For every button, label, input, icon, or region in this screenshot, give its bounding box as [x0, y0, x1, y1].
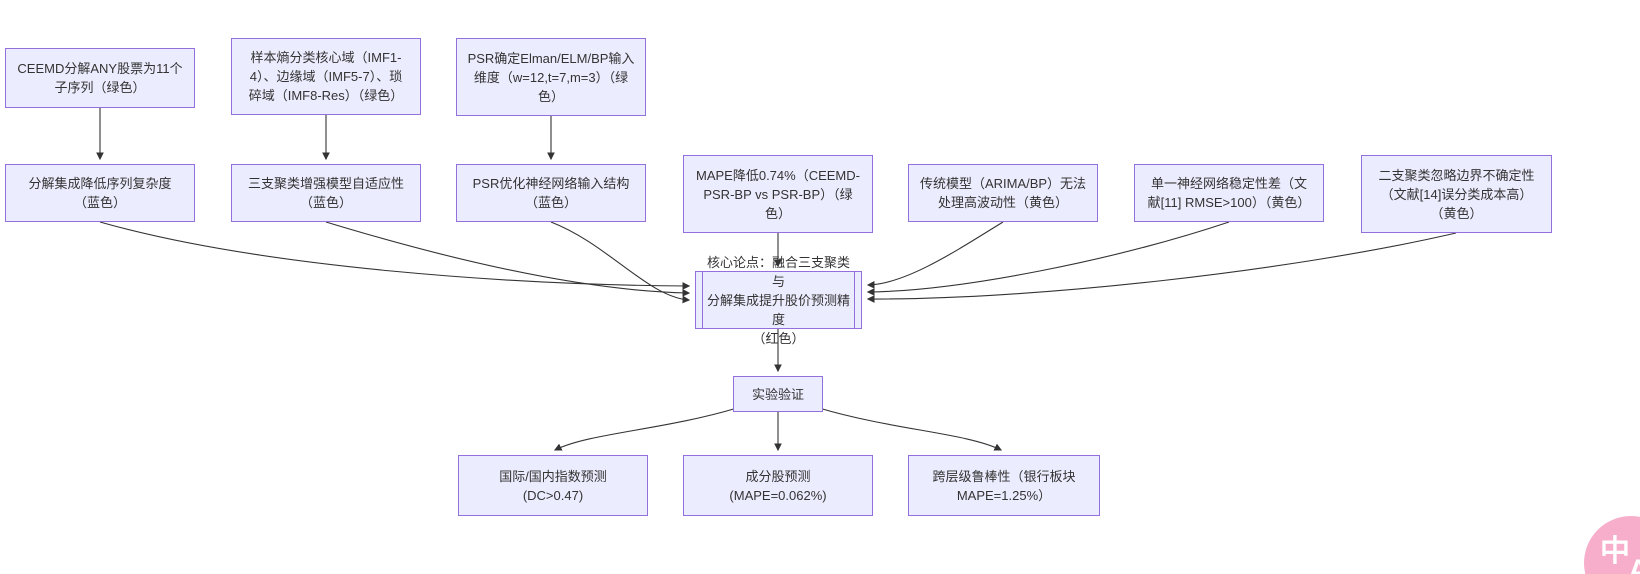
- latin-translate-icon: A: [1628, 554, 1640, 574]
- node-decomposition-reduces-complexity: 分解集成降低序列复杂度 （蓝色）: [5, 164, 195, 222]
- node-sample-entropy-classification: 样本熵分类核心域（IMF1- 4）、边缘域（IMF5-7）、琐 碎域（IMF8-…: [231, 38, 421, 115]
- node-two-way-clustering-limitation: 二支聚类忽略边界不确定性 （文献[14]误分类成本高） （黄色）: [1361, 155, 1552, 233]
- node-traditional-model-limitation: 传统模型（ARIMA/BP）无法 处理高波动性（黄色）: [908, 164, 1098, 222]
- edge-twoway-core: [866, 232, 1457, 303]
- edge-adaptivity-core: [325, 221, 691, 297]
- edge-structure-core: [550, 221, 691, 304]
- node-ceemd-decomposition: CEEMD分解ANY股票为11个 子序列（绿色）: [5, 48, 195, 108]
- node-psr-input-dimension: PSR确定Elman/ELM/BP输入 维度（w=12,t=7,m=3）（绿 色…: [456, 38, 646, 116]
- node-single-nn-instability: 单一神经网络稳定性差（文 献[11] RMSE>100）（黄色）: [1134, 164, 1324, 222]
- node-core-thesis: 核心论点：融合三支聚类与 分解集成提升股价预测精度 （红色）: [695, 255, 862, 346]
- core-thesis-label: 核心论点：融合三支聚类与 分解集成提升股价预测精度 （红色）: [702, 255, 855, 346]
- edge-traditional-core: [866, 221, 1004, 289]
- edge-complexity-core: [99, 221, 691, 290]
- node-three-way-clustering-adaptivity: 三支聚类增强模型自适应性 （蓝色）: [231, 164, 421, 222]
- node-index-prediction: 国际/国内指数预测 (DC>0.47): [458, 455, 648, 516]
- edge-validation-robustness: [818, 407, 1003, 451]
- edge-validation-indexpred: [553, 407, 738, 451]
- node-mape-reduction: MAPE降低0.74%（CEEMD- PSR-BP vs PSR-BP）（绿 色…: [683, 155, 873, 233]
- node-psr-optimizes-input-structure: PSR优化神经网络输入结构 （蓝色）: [456, 164, 646, 222]
- node-experimental-validation: 实验验证: [733, 376, 823, 412]
- node-constituent-stock-prediction: 成分股预测 (MAPE=0.062%): [683, 455, 873, 516]
- node-cross-level-robustness: 跨层级鲁棒性（银行板块 MAPE=1.25%）: [908, 455, 1100, 516]
- edge-singlenn-core: [866, 221, 1230, 296]
- chinese-translate-icon: 中: [1600, 535, 1630, 568]
- translate-button[interactable]: 中 A: [1584, 516, 1640, 574]
